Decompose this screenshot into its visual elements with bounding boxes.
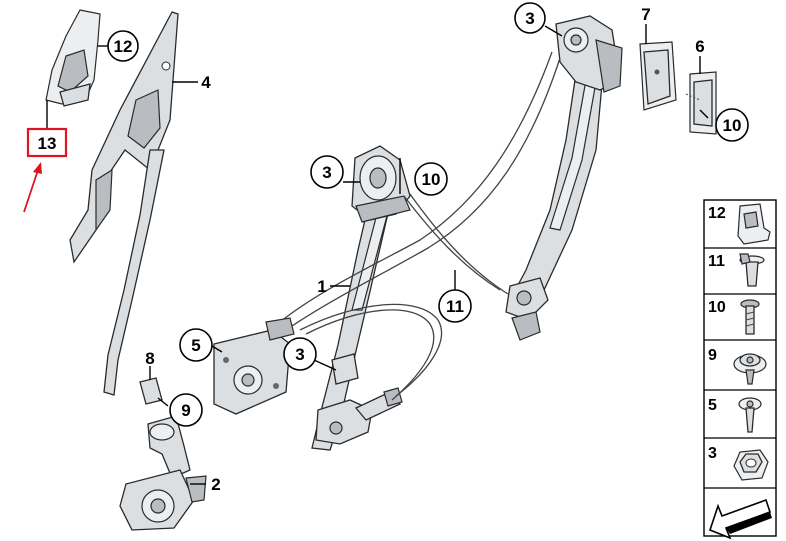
torx-screw-icon bbox=[738, 397, 762, 433]
bolt-icon bbox=[740, 299, 760, 335]
callout-2: 2 bbox=[211, 475, 220, 494]
svg-text:4: 4 bbox=[201, 73, 211, 92]
callout-7: 7 bbox=[641, 5, 650, 24]
window-guide-rail-part-4[interactable] bbox=[69, 11, 179, 396]
expanding-rivet-icon bbox=[739, 253, 765, 287]
svg-text:9: 9 bbox=[708, 347, 717, 364]
svg-text:8: 8 bbox=[145, 349, 154, 368]
clip-nut-icon bbox=[737, 203, 771, 245]
callout-9: 9 bbox=[169, 393, 203, 427]
svg-text:3: 3 bbox=[322, 163, 331, 182]
svg-text:9: 9 bbox=[181, 401, 190, 420]
mounting-pad-part-7[interactable] bbox=[639, 41, 677, 111]
mirror-triangle-part-13[interactable] bbox=[45, 9, 101, 107]
mounting-bracket-part-6[interactable] bbox=[685, 71, 717, 135]
highlight-arrow bbox=[23, 162, 42, 213]
callout-6: 6 bbox=[695, 37, 704, 56]
svg-text:5: 5 bbox=[708, 397, 717, 414]
svg-text:12: 12 bbox=[708, 205, 726, 222]
leader-lines bbox=[46, 24, 709, 485]
svg-text:13: 13 bbox=[38, 134, 57, 153]
svg-text:2: 2 bbox=[211, 475, 220, 494]
svg-text:10: 10 bbox=[708, 299, 726, 316]
callout-8: 8 bbox=[145, 349, 154, 368]
legend-row-12: 12 bbox=[708, 203, 771, 245]
svg-text:3: 3 bbox=[295, 345, 304, 364]
callout-4: 4 bbox=[201, 73, 211, 92]
legend-row-3: 3 bbox=[708, 445, 769, 481]
callout-10-mid: 10 bbox=[414, 162, 448, 196]
svg-text:11: 11 bbox=[446, 297, 464, 316]
callout-1: 1 bbox=[317, 277, 326, 296]
callout-10-top: 10 bbox=[715, 108, 749, 142]
small-pad-part-8[interactable] bbox=[139, 377, 163, 405]
flange-screw-icon bbox=[733, 353, 767, 385]
svg-text:6: 6 bbox=[695, 37, 704, 56]
window-motor-part-2[interactable] bbox=[119, 415, 207, 531]
window-regulator-rear-rail[interactable] bbox=[505, 15, 623, 341]
svg-text:5: 5 bbox=[191, 336, 200, 355]
legend-row-9: 9 bbox=[708, 347, 767, 385]
svg-text:11: 11 bbox=[708, 253, 725, 270]
svg-text:3: 3 bbox=[525, 9, 534, 28]
window-regulator-part-1[interactable] bbox=[311, 145, 411, 451]
legend-row-arrow bbox=[709, 498, 772, 540]
svg-text:10: 10 bbox=[422, 170, 441, 189]
callout-13-highlighted: 13 bbox=[26, 127, 68, 158]
legend-row-5: 5 bbox=[708, 397, 762, 433]
callout-3-mid: 3 bbox=[310, 155, 344, 189]
svg-text:7: 7 bbox=[641, 5, 650, 24]
svg-text:3: 3 bbox=[708, 445, 717, 462]
regulator-cables bbox=[279, 51, 561, 401]
callout-3-low: 3 bbox=[283, 337, 317, 371]
callout-3-top: 3 bbox=[514, 2, 546, 34]
callout-11: 11 bbox=[438, 289, 472, 323]
svg-text:1: 1 bbox=[317, 277, 326, 296]
pointer-arrow-icon bbox=[709, 498, 772, 540]
legend-row-10: 10 bbox=[708, 299, 760, 335]
svg-text:10: 10 bbox=[723, 116, 742, 135]
fastener-legend: 12 11 10 bbox=[703, 199, 777, 540]
svg-text:12: 12 bbox=[114, 37, 133, 56]
hex-nut-icon bbox=[733, 449, 769, 481]
motor-bracket-part-5[interactable] bbox=[213, 317, 295, 415]
legend-row-11: 11 bbox=[708, 253, 765, 287]
callout-12-top: 12 bbox=[107, 30, 139, 62]
callout-5: 5 bbox=[179, 328, 213, 362]
